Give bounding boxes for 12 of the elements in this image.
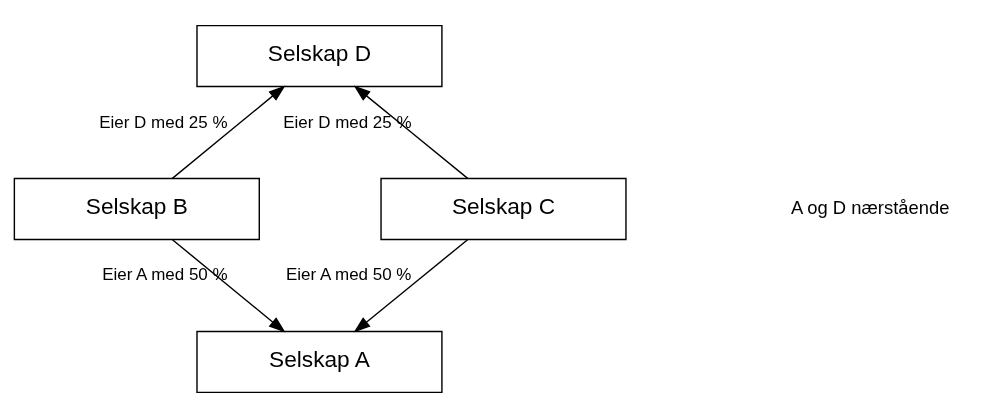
node-box: Selskap A — [196, 330, 443, 394]
node-box: Selskap C — [380, 177, 627, 241]
node-box: Selskap D — [196, 24, 443, 88]
label: A og D nærstående — [790, 196, 950, 218]
edge-label: Eier A med 50 % — [285, 265, 412, 285]
arrow — [171, 239, 286, 333]
edge-label: Eier D med 25 % — [283, 113, 412, 133]
arrow — [353, 239, 469, 333]
arrow — [353, 85, 469, 180]
node-box: Selskap B — [13, 177, 260, 241]
edge-label: Eier D med 25 % — [99, 113, 228, 133]
arrow — [171, 85, 286, 180]
